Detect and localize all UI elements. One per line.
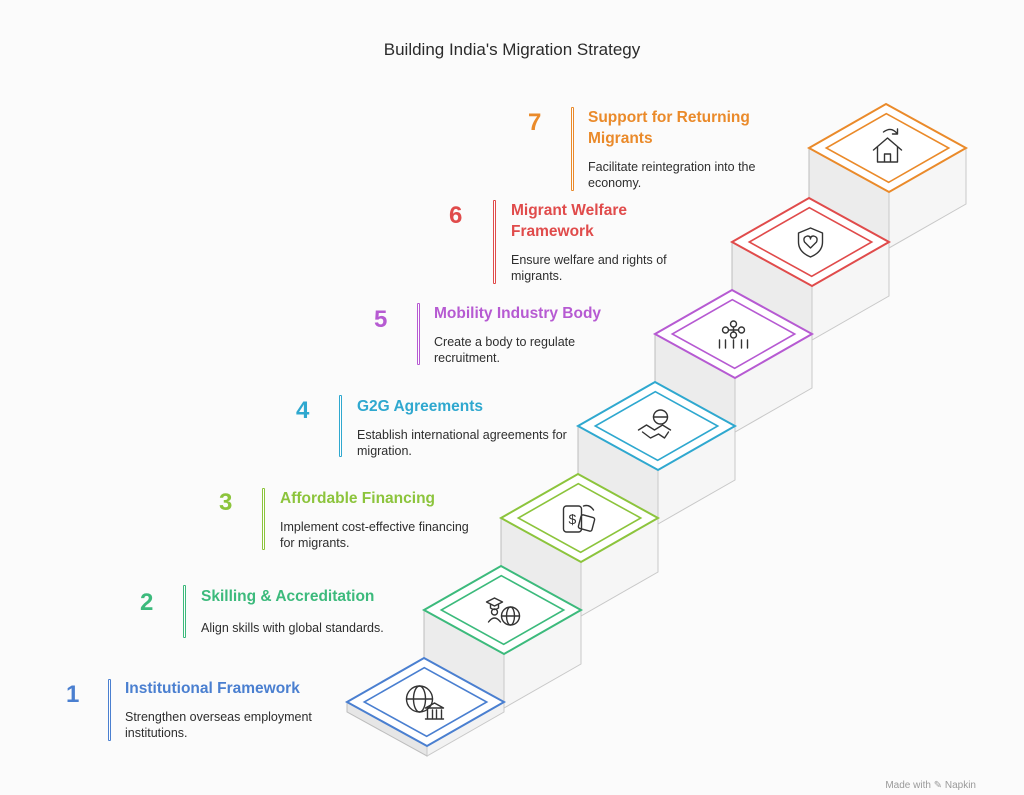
stair-top: [652, 288, 815, 380]
stair-step-6: [729, 196, 892, 341]
step-description: Strengthen overseas employment instituti…: [125, 710, 312, 740]
step-description: Ensure welfare and rights of migrants.: [511, 253, 667, 283]
watermark: Made with ✎ Napkin: [885, 780, 976, 791]
stair-inner: [670, 298, 797, 370]
step-number: 7: [528, 109, 542, 136]
graduate-globe-icon: [485, 597, 521, 626]
diagram-title: Building India's Migration Strategy: [383, 40, 641, 59]
step-title: Affordable Financing: [280, 490, 435, 507]
stair-step-5: [652, 288, 815, 433]
svg-text:$: $: [569, 511, 577, 527]
step-accent-bar: [108, 679, 111, 741]
stair-step-4: [575, 380, 738, 525]
step-number: 2: [140, 589, 154, 616]
money-phone-icon: $: [562, 504, 596, 533]
watermark-brand: Napkin: [944, 780, 976, 791]
step-description: Implement cost-effective financing for m…: [280, 520, 469, 550]
stair-top: [575, 380, 738, 472]
watermark-prefix: Made with: [885, 780, 931, 791]
shield-heart-icon: [797, 227, 824, 258]
step-accent-bar: [417, 303, 420, 365]
step-number: 5: [374, 306, 388, 333]
step-title: Skilling & Accreditation: [201, 588, 375, 605]
step-accent-bar: [262, 488, 265, 550]
step-description: Establish international agreements for m…: [357, 428, 567, 458]
stair-inner: [439, 574, 566, 646]
step-accent-bar: [571, 107, 574, 191]
step-description: Facilitate reintegration into the econom…: [588, 160, 756, 190]
step-title: Mobility Industry Body: [434, 305, 602, 322]
step-description: Create a body to regulate recruitment.: [434, 335, 576, 365]
stair-step-2: [421, 564, 584, 709]
step-number: 6: [449, 202, 463, 229]
step-number: 3: [219, 489, 233, 516]
handshake-globe-icon: [637, 409, 672, 439]
step-title: Migrant Welfare Framework: [511, 202, 627, 240]
stair-top: [498, 472, 661, 564]
network-people-icon: [718, 320, 749, 349]
step-accent-bar: [183, 585, 186, 638]
stair-inner: [747, 206, 874, 278]
step-number: 1: [66, 681, 80, 708]
stair-step-1: [344, 656, 507, 757]
stair-top: [806, 102, 969, 194]
step-accent-bar: [493, 200, 496, 284]
stair-inner: [362, 666, 489, 738]
stair-inner: [593, 390, 720, 462]
step-title: Support for Returning Migrants: [588, 109, 750, 147]
stair-inner: [824, 112, 951, 184]
globe-bank-icon: [405, 685, 445, 720]
step-title: Institutional Framework: [125, 680, 300, 697]
home-return-icon: [872, 128, 903, 163]
pen-icon: ✎: [933, 780, 943, 791]
step-number: 4: [296, 397, 310, 424]
step-title: G2G Agreements: [357, 398, 484, 415]
stair-inner: [516, 482, 643, 554]
step-accent-bar: [339, 395, 342, 457]
stair-step-7: [806, 102, 969, 249]
stair-top: [729, 196, 892, 288]
step-description: Align skills with global standards.: [201, 621, 384, 635]
stair-step-3: $: [498, 472, 661, 617]
stair-top: [421, 564, 584, 656]
